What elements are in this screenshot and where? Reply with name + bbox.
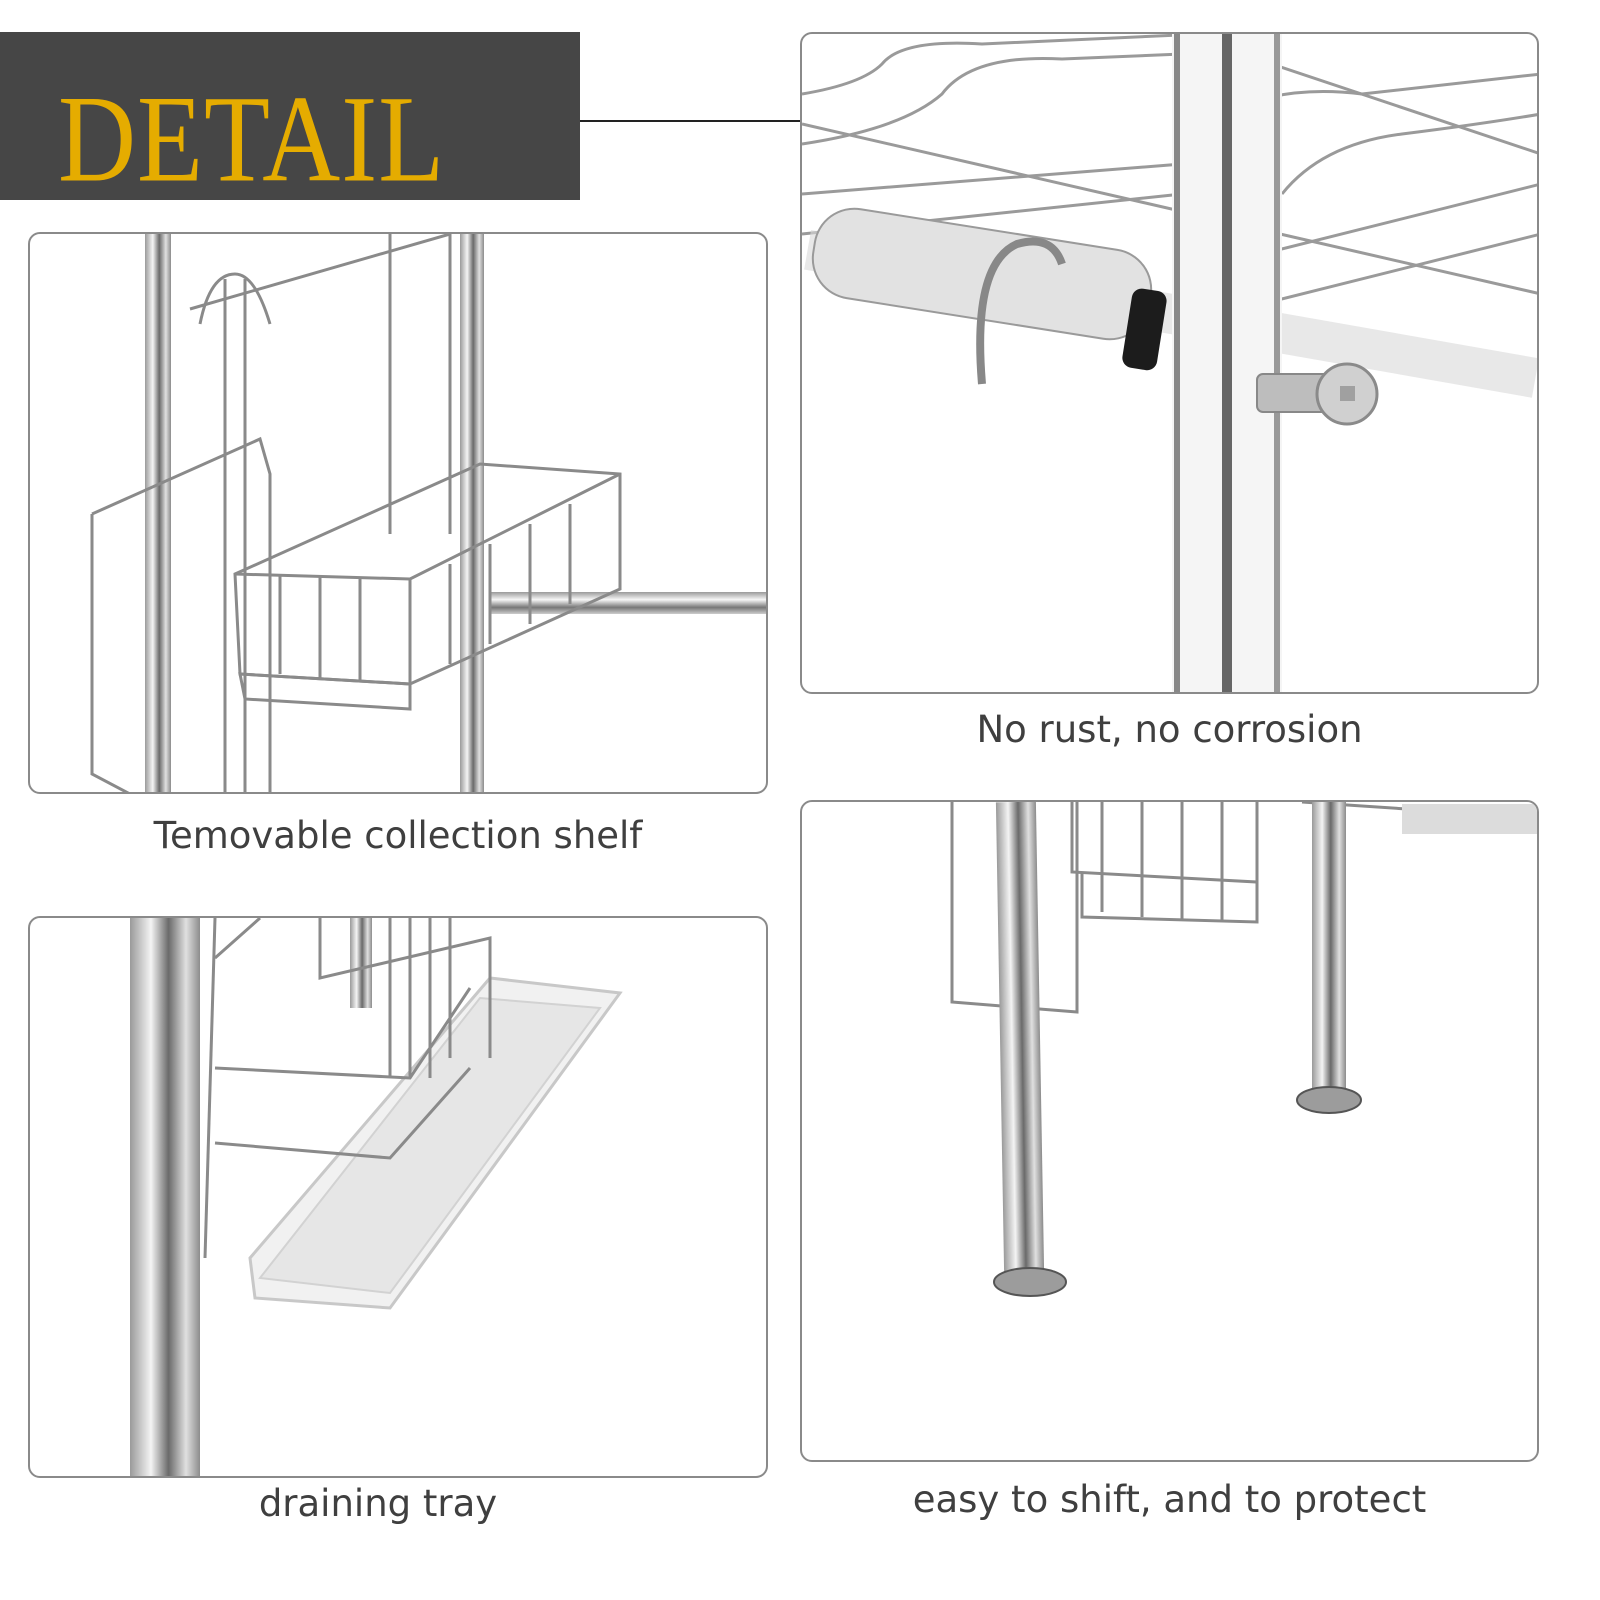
panel-draining-tray [28, 916, 768, 1478]
caption-draining-tray: draining tray [258, 1482, 498, 1525]
caption-easy-shift: easy to shift, and to protect [912, 1478, 1427, 1521]
rust-proof-joint-image [802, 34, 1537, 692]
collection-shelf-image [90, 234, 766, 792]
panel-easy-shift [800, 800, 1539, 1462]
title-banner: DETAIL [0, 32, 580, 208]
caption-no-rust: No rust, no corrosion [976, 708, 1363, 751]
adjustable-feet-image [950, 802, 1537, 1297]
connector-line [580, 120, 802, 122]
draining-tray-image [130, 918, 623, 1476]
panel-no-rust [800, 32, 1539, 694]
page-title: DETAIL [58, 71, 446, 208]
panel-collection-shelf [28, 232, 768, 794]
caption-collection-shelf: Temovable collection shelf [153, 814, 643, 857]
